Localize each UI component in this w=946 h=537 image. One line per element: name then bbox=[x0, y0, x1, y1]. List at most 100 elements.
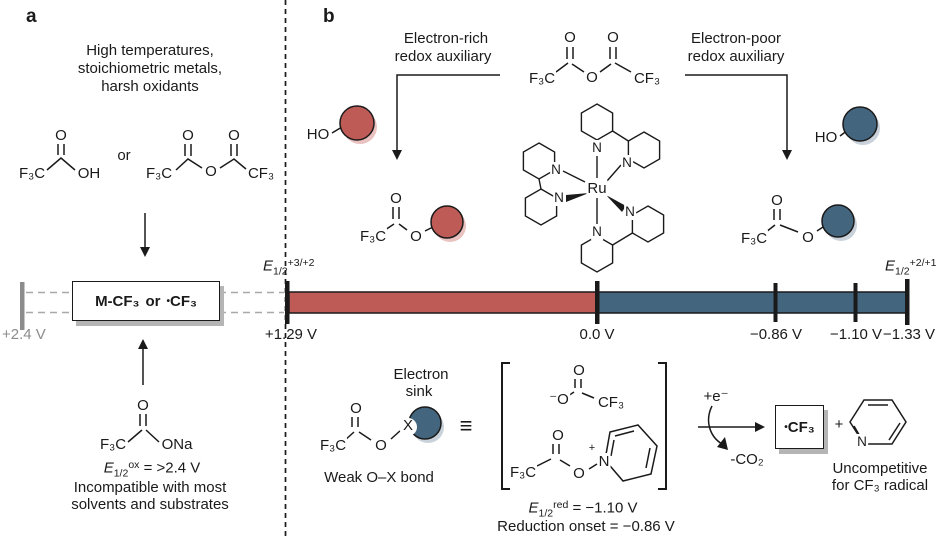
reference-voltage-label: +2.4 V bbox=[2, 326, 46, 343]
pyridinium-plus: + bbox=[588, 442, 596, 454]
up-arrow bbox=[138, 339, 148, 385]
incompatible-line-1: Incompatible with most bbox=[73, 479, 227, 496]
sink-o-bridge: O bbox=[374, 437, 388, 455]
tick-label-0-0: 0.0 V bbox=[579, 326, 615, 343]
e-red-label: E1/2red = −1.10 V bbox=[528, 499, 638, 520]
red-ester-o-top: O bbox=[389, 190, 403, 208]
pyridinium-o-bridge: O bbox=[572, 465, 586, 483]
red-auxiliary-alcohol bbox=[331, 105, 377, 144]
bpy-n-lefttop: N bbox=[550, 162, 562, 178]
electron-rich-line-1: Electron-rich bbox=[403, 30, 489, 47]
tfaa-o-left: O bbox=[181, 127, 195, 145]
radical-dot: • bbox=[166, 295, 170, 307]
red-ester-o-bridge: O bbox=[409, 228, 423, 246]
ho-label-blue: HO bbox=[813, 129, 839, 147]
electron-poor-line-2: redox auxiliary bbox=[687, 48, 785, 65]
conditions-line-2: stoichiometric metals, bbox=[77, 60, 223, 77]
tfa-f3c: F₃C bbox=[17, 165, 47, 183]
reference-tick bbox=[20, 282, 25, 330]
electron-poor-line-1: Electron-poor bbox=[690, 30, 782, 47]
blue-ester-o-top: O bbox=[770, 192, 784, 210]
ru-bpy3-complex bbox=[522, 103, 665, 273]
pyridinium-n: N bbox=[597, 453, 611, 471]
salt-carbonyl-o: O bbox=[136, 397, 150, 415]
electron-rich-arrow bbox=[392, 74, 500, 160]
mcf3-box: M-CF₃ or •CF₃ bbox=[72, 281, 220, 321]
blue-ester-o-bridge: O bbox=[801, 229, 815, 247]
tfa-carbonyl-o: O bbox=[54, 127, 68, 145]
ru-label: Ru bbox=[586, 180, 608, 198]
potential-scale-bar bbox=[285, 279, 910, 325]
tfaa-cf3: CF₃ bbox=[246, 165, 276, 183]
anhydride-f3c: F₃C bbox=[527, 70, 557, 88]
electron-sink-line-2: sink bbox=[405, 383, 433, 400]
bpy-n-topright: N bbox=[621, 155, 633, 171]
electron-sink-structure bbox=[343, 406, 444, 443]
tfa-oh: OH bbox=[76, 165, 102, 183]
bracket-left bbox=[501, 362, 510, 490]
ho-label-red: HO bbox=[305, 126, 331, 144]
anion-o-top: O bbox=[572, 362, 586, 380]
anhydride-cf3: CF₃ bbox=[632, 70, 662, 88]
anhydride-o-right: O bbox=[606, 29, 620, 47]
plus-sign: + bbox=[834, 416, 844, 433]
box-or-text: or bbox=[145, 292, 161, 310]
reduction-onset-label: Reduction onset = −0.86 V bbox=[497, 518, 675, 535]
bpy-n-bottomright: N bbox=[624, 204, 636, 220]
box-cf3-text: CF₃ bbox=[170, 292, 197, 310]
pyridine-n-label: N bbox=[856, 434, 868, 450]
incompatible-line-2: solvents and substrates bbox=[71, 496, 229, 513]
bracket-right bbox=[658, 362, 667, 490]
cf3-box-text: CF₃ bbox=[787, 418, 815, 436]
red-ester-product bbox=[384, 205, 466, 242]
equivalence-sign: ≡ bbox=[459, 413, 473, 438]
tick-label-1-10: −1.10 V bbox=[829, 326, 883, 343]
electron-poor-arrow bbox=[685, 74, 792, 160]
conditions-line-3: harsh oxidants bbox=[101, 78, 199, 95]
tick-0-0 bbox=[595, 281, 600, 324]
reduction-reaction-arrow bbox=[698, 405, 765, 450]
tfaa-f3c: F₃C bbox=[144, 165, 174, 183]
radical-dot-2: • bbox=[784, 421, 788, 433]
anion-cf3: CF₃ bbox=[596, 394, 626, 412]
blue-ester-product bbox=[765, 204, 857, 241]
e-ox-label: E1/2ox = >2.4 V bbox=[103, 459, 201, 480]
tick-label-0-86: −0.86 V bbox=[749, 326, 803, 343]
blue-ester-f3c: F₃C bbox=[739, 230, 769, 248]
sink-o-top: O bbox=[349, 400, 363, 418]
e-half-left-label: E1/2+3/+2 bbox=[263, 257, 315, 278]
tfaa-top-bonds bbox=[555, 47, 632, 73]
bpy-n-leftbottom: N bbox=[553, 190, 565, 206]
panel-a-label: a bbox=[26, 6, 37, 27]
cf3-radical-box: •CF₃ bbox=[775, 405, 824, 449]
plus-electron-label: +e⁻ bbox=[703, 388, 729, 405]
sink-x-label: X bbox=[402, 417, 414, 434]
tick-1-29 bbox=[285, 281, 290, 324]
tfa-structure-bonds bbox=[46, 142, 76, 171]
electron-rich-line-2: redox auxiliary bbox=[394, 48, 492, 65]
down-arrow bbox=[140, 213, 150, 257]
tfaa-o-bridge: O bbox=[204, 163, 218, 181]
tfaa-structure-bonds bbox=[175, 143, 247, 171]
sodium-trifluoroacetate-bonds bbox=[127, 413, 160, 443]
anhydride-o-bridge: O bbox=[585, 69, 599, 87]
tick-1-33 bbox=[905, 279, 910, 325]
dashed-connector-lines bbox=[26, 291, 284, 314]
sink-f3c: F₃C bbox=[318, 437, 348, 455]
bpy-n-top: N bbox=[591, 140, 603, 156]
uncompetitive-line-1: Uncompetitive bbox=[832, 460, 928, 477]
anion-o-minus: ⁻O bbox=[548, 391, 570, 409]
tfaa-o-right: O bbox=[227, 127, 241, 145]
tick-label-1-33: −1.33 V bbox=[882, 326, 936, 343]
salt-ona: ONa bbox=[160, 436, 194, 454]
bpy-n-bottom: N bbox=[591, 224, 603, 240]
mcf3-text: M-CF₃ bbox=[95, 292, 140, 310]
tick-label-1-29: +1.29 V bbox=[264, 326, 318, 343]
conditions-line-1: High temperatures, bbox=[86, 42, 214, 59]
tick-1-10 bbox=[853, 283, 858, 322]
e-half-right-label: E1/2+2/+1 bbox=[885, 257, 937, 278]
minus-co2-label: -CO₂ bbox=[730, 451, 764, 468]
acyloxypyridinium-bonds bbox=[536, 424, 658, 482]
